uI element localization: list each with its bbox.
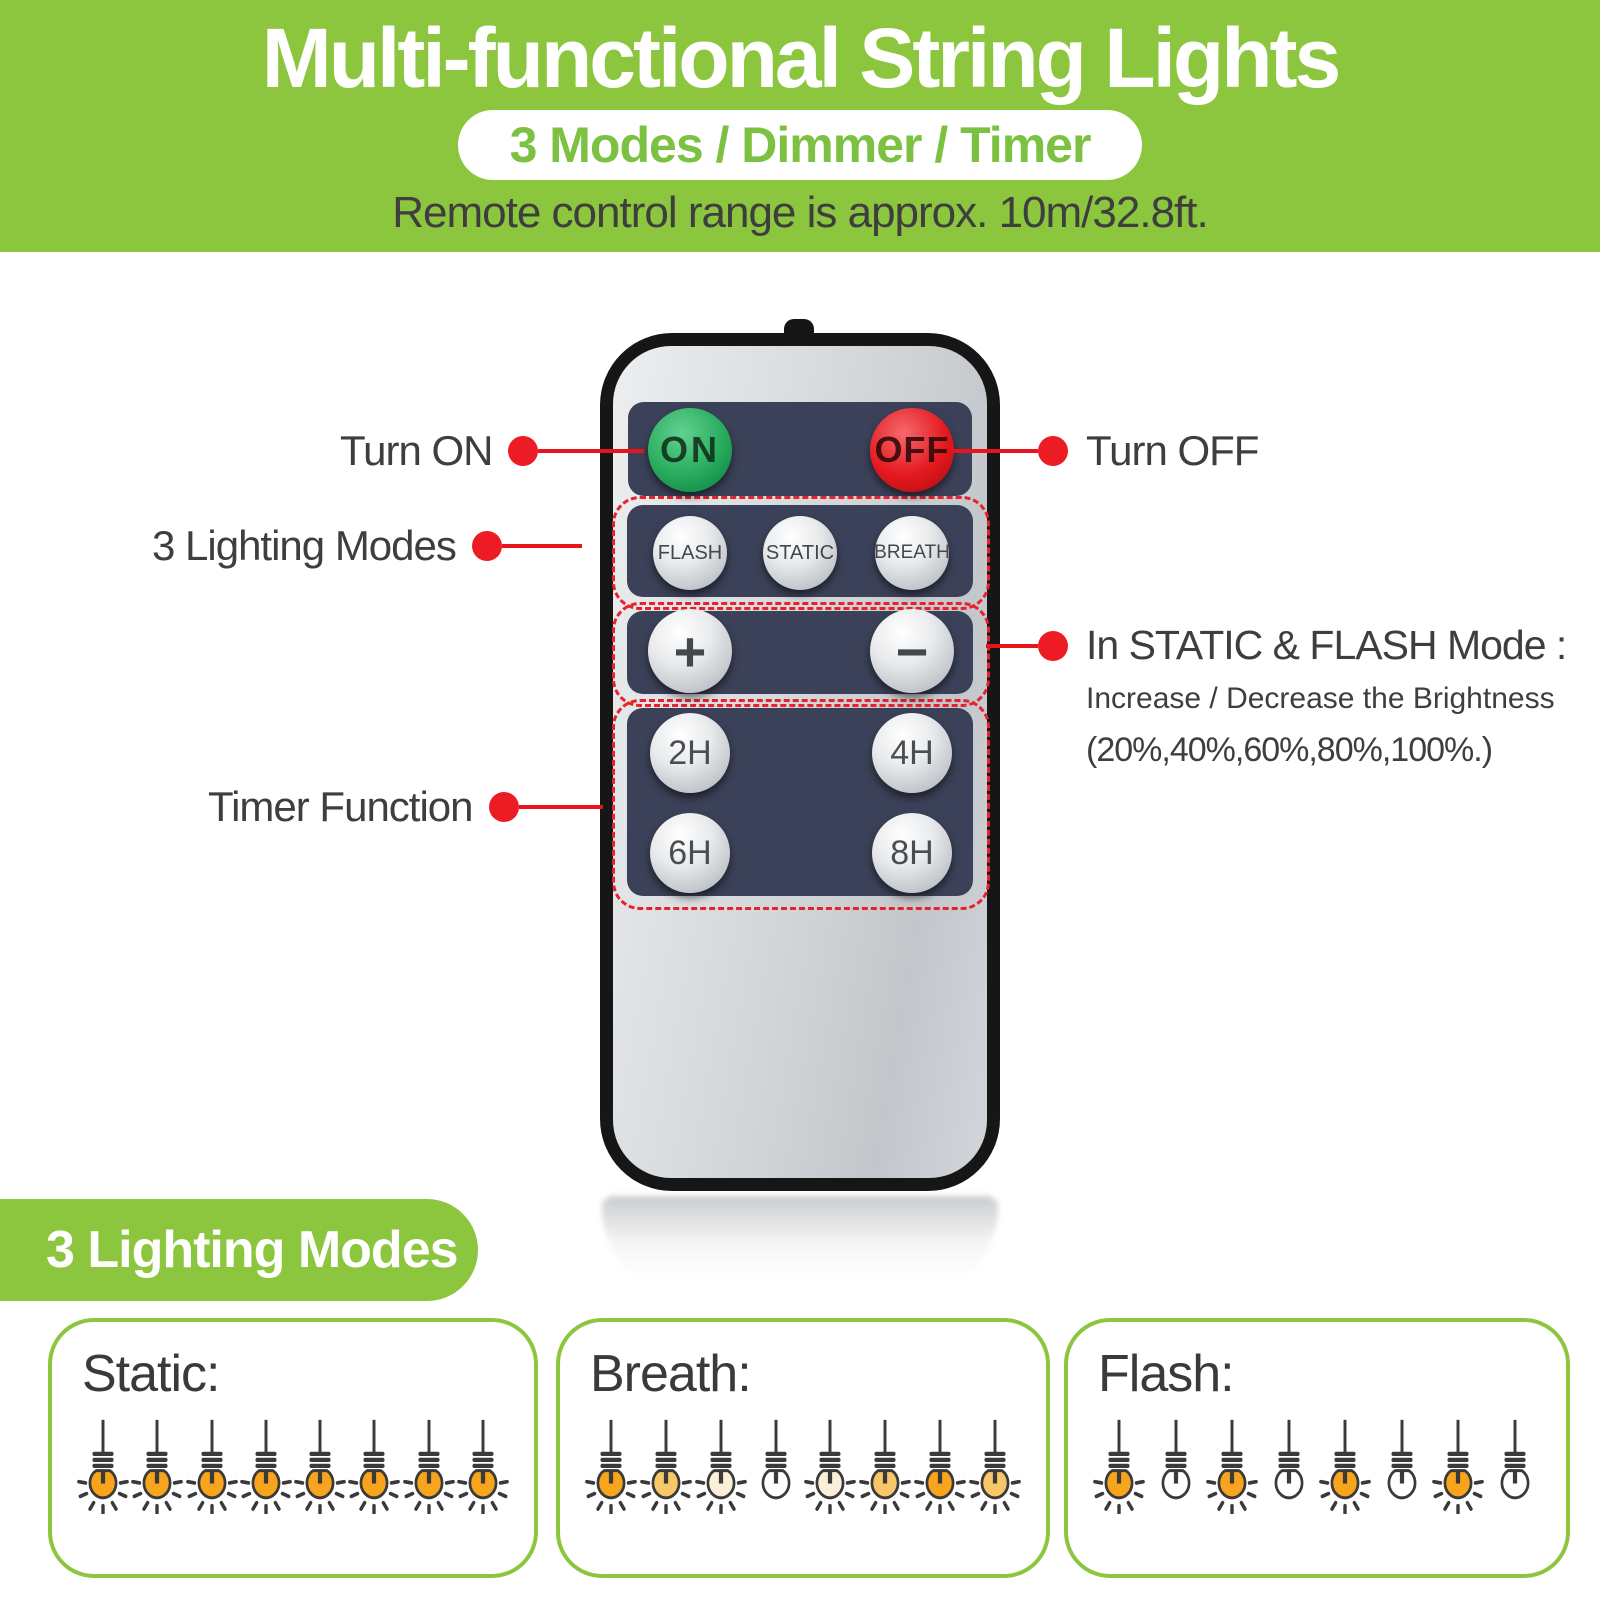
timer-4h-label: 4H (890, 733, 934, 772)
bulb-icon-on (402, 1419, 455, 1514)
callout-dot (471, 531, 502, 561)
bulb-icon-off (1500, 1419, 1530, 1500)
callout-dimmer-line2: (20%,40%,60%,80%,100%.) (1086, 731, 1493, 769)
bulb-icon-on (1206, 1419, 1258, 1514)
plus-button-label: + (673, 619, 707, 683)
static-mode-box: Static: (48, 1318, 538, 1578)
timer-6h-button: 6H (650, 813, 730, 893)
callout-line (986, 644, 1038, 648)
bulb-icon-on (77, 1419, 129, 1514)
callout-dot (508, 436, 539, 466)
on-button-label: ON (660, 429, 720, 470)
bulb-icon-mid (640, 1419, 692, 1514)
brightness-down-button: − (870, 609, 954, 693)
bulb-icon-off (1274, 1419, 1304, 1500)
bulb-icon-on (1432, 1419, 1485, 1514)
static-mode-label: Static: (82, 1345, 221, 1403)
callout-line (518, 805, 603, 809)
bulb-icon-dim (694, 1419, 747, 1514)
bulb-icon-on (131, 1419, 184, 1514)
timer-2h-label: 2H (668, 733, 712, 772)
off-button-label: OFF (874, 429, 950, 470)
static-bulb-row (52, 1418, 534, 1514)
bulb-icon-mid (859, 1419, 912, 1514)
breath-mode-label: Breath: (590, 1345, 752, 1403)
callout-lighting-modes: 3 Lighting Modes (152, 522, 582, 570)
bulb-icon-dim (804, 1419, 857, 1514)
bulb-icon-on (185, 1419, 238, 1514)
timer-6h-label: 6H (668, 833, 712, 872)
breath-bulb-row (560, 1418, 1046, 1514)
flash-button-label: FLASH (657, 541, 723, 564)
flash-mode-box: Flash: (1064, 1318, 1570, 1578)
timer-2h-button: 2H (650, 713, 730, 793)
callout-turn-off: Turn OFF (950, 427, 1259, 475)
static-button-label: STATIC (765, 541, 835, 564)
callout-line (538, 449, 645, 453)
brightness-up-button: + (648, 609, 732, 693)
on-button: ON (648, 408, 732, 492)
callout-dimmer-text: In STATIC & FLASH Mode : Increase / Decr… (1086, 622, 1567, 770)
callout-lighting-modes-label: 3 Lighting Modes (152, 522, 457, 569)
callout-dimmer-title: In STATIC & FLASH Mode : (1086, 622, 1567, 668)
lighting-modes-tab: 3 Lighting Modes (0, 1199, 478, 1301)
bulb-icon-off (761, 1419, 790, 1500)
breath-mode-button: BREATH (874, 516, 950, 590)
bulb-icon-on (240, 1419, 292, 1514)
feature-badge: 3 Modes / Dimmer / Timer (457, 110, 1143, 180)
static-mode-button: STATIC (763, 516, 837, 590)
bulb-icon-on (348, 1419, 401, 1514)
bulb-icon-off (1387, 1419, 1417, 1500)
callout-turn-off-label: Turn OFF (1086, 427, 1259, 474)
bulb-icon-mid (969, 1419, 1021, 1514)
timer-4h-button: 4H (872, 713, 952, 793)
remote-reflection (602, 1196, 998, 1296)
bulb-icon-on (457, 1419, 509, 1514)
bulb-icon-off (1161, 1419, 1190, 1500)
callout-turn-on-label: Turn ON (340, 427, 493, 474)
bulb-icon-on (1319, 1419, 1372, 1514)
flash-mode-button: FLASH (653, 516, 727, 590)
flash-mode-label: Flash: (1098, 1345, 1235, 1403)
callout-dot (488, 792, 519, 822)
off-button: OFF (870, 408, 954, 492)
flash-bulb-row (1068, 1418, 1566, 1514)
callout-line (501, 544, 582, 548)
callout-timer-function: Timer Function (208, 783, 603, 831)
bulb-icon-on (294, 1419, 346, 1514)
breath-mode-box: Breath: (556, 1318, 1050, 1578)
callout-timer-function-label: Timer Function (208, 783, 474, 830)
header-subtitle: Remote control range is approx. 10m/32.8… (392, 188, 1208, 237)
bulb-icon-on (914, 1419, 966, 1514)
page-title: Multi-functional String Lights (261, 11, 1341, 105)
callout-dimmer: In STATIC & FLASH Mode : Increase / Decr… (986, 622, 1567, 770)
callout-dimmer-line1: Increase / Decrease the Brightness (1086, 682, 1555, 715)
bulb-icon-on (585, 1419, 637, 1514)
breath-button-label: BREATH (874, 542, 950, 563)
timer-highlight-outline (612, 699, 990, 910)
callout-dot (1038, 436, 1068, 466)
timer-8h-button: 8H (872, 813, 952, 893)
modes-highlight-outline (612, 496, 990, 610)
callout-dot (1038, 631, 1068, 661)
callout-turn-on: Turn ON (340, 427, 645, 475)
dimmer-highlight-outline (612, 602, 990, 707)
timer-8h-label: 8H (890, 833, 934, 872)
bulb-icon-on (1093, 1419, 1145, 1514)
callout-line (950, 449, 1038, 453)
minus-button-label: − (895, 619, 929, 683)
header-banner: Multi-functional String Lights 3 Modes /… (0, 0, 1600, 252)
